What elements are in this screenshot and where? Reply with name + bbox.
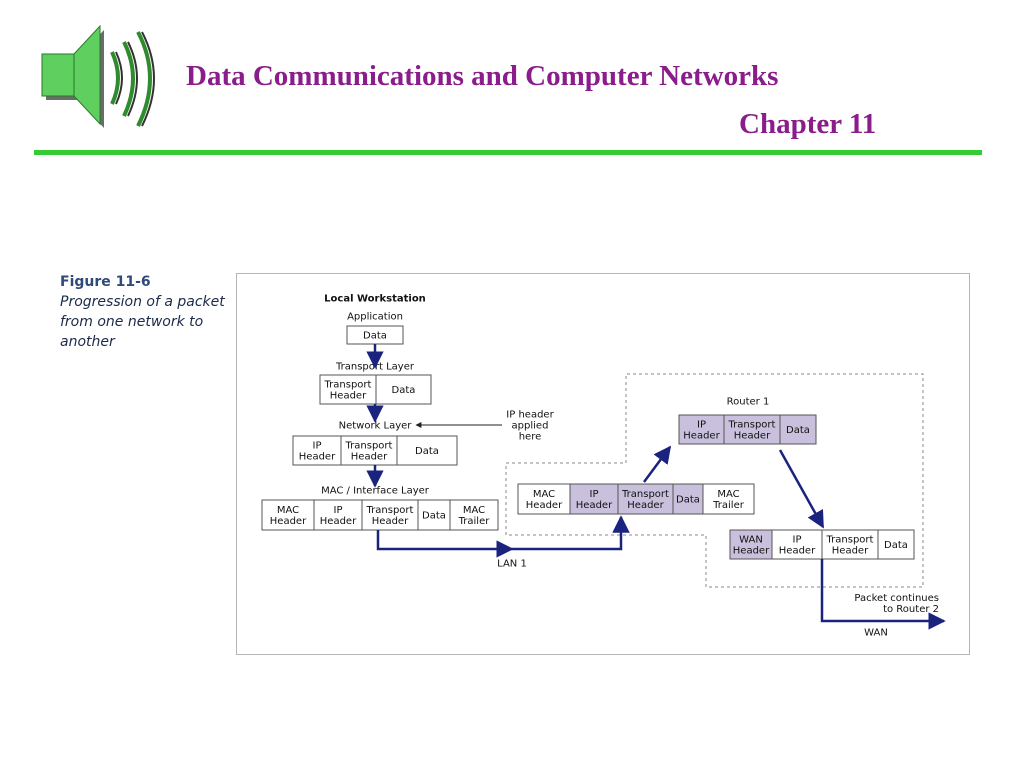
nl-transport-header-cell [340,435,398,466]
router1-label: Router 1 [727,397,770,408]
nl-data-text: Data [415,446,439,457]
tl-data-text: Data [392,385,416,396]
mac-data-text: Data [422,511,446,522]
r-transport-header-cell [617,483,674,515]
wan-data-cell [877,529,915,560]
r-mac-trailer-cell [702,483,755,515]
page-title: Data Communications and Computer Network… [186,60,779,92]
chapter-label: Chapter 11 [739,108,877,140]
lan-arrow [376,530,514,558]
mac-transport-header-cell [361,499,419,531]
r-mac-header-cell [517,483,571,515]
application-label: Application [347,312,403,323]
mac-data-cell [417,499,451,531]
speaker-icon[interactable] [38,22,168,134]
mac-ip-header-cell [313,499,363,531]
r1-transport-header-cell [723,414,781,445]
network-layer-label: Network Layer [339,421,413,432]
mac-mac-trailer-cell [449,499,499,531]
r-data-text: Data [676,495,700,506]
nl-data-cell [396,435,458,466]
mac-mac-header-cell [261,499,315,531]
tl-data-cell [375,374,432,405]
wan-wan-header-cell [729,529,773,560]
r1-data-cell [779,414,817,445]
r-ip-header-cell [569,483,619,515]
r1-ip-header-cell [678,414,725,445]
lan1-label: LAN 1 [497,559,527,570]
to-router-arrow [642,445,672,483]
from-router-arrow [778,449,825,529]
figure-description: Progression of a packet from one network… [60,294,225,350]
wan-arrow [820,559,946,630]
local-workstation-label: Local Workstation [324,294,426,305]
figure-caption: Figure 11-6 Progression of a packet from… [60,272,235,352]
app-data-text: Data [363,331,387,342]
mac-interface-layer-label: MAC / Interface Layer [321,486,430,497]
header-divider [34,150,982,155]
wan-data-text: Data [884,540,908,551]
r1-data-text: Data [786,425,810,436]
figure-number: Figure 11-6 [60,274,151,290]
tl-transport-header-cell [319,374,377,405]
wan-label: WAN [864,628,888,639]
lan-arrow-up [512,515,630,551]
r-data-cell [672,483,704,515]
